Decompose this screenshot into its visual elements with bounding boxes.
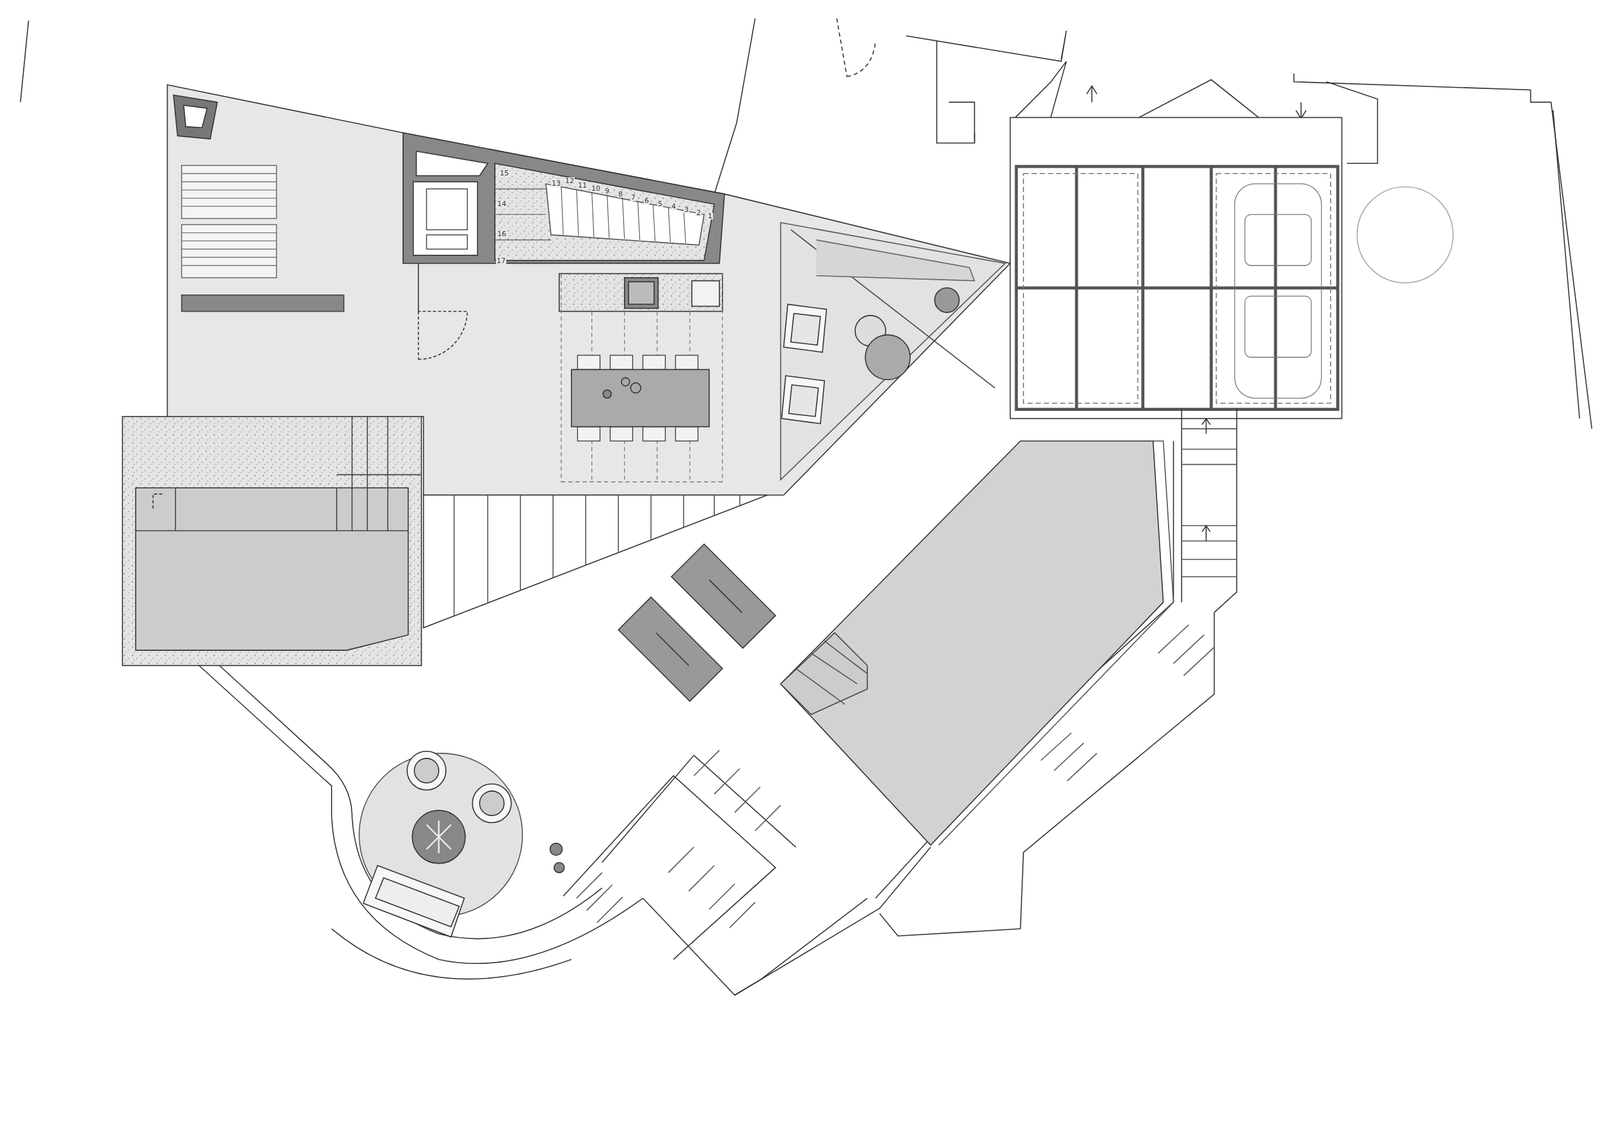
step-number: 17 bbox=[496, 257, 507, 265]
step-number: 13 bbox=[551, 179, 562, 187]
step-number: 7 bbox=[630, 193, 637, 201]
step-number: 14 bbox=[496, 200, 507, 208]
step-number: 3 bbox=[683, 206, 690, 214]
step-number: 10 bbox=[590, 184, 601, 192]
step-number: 6 bbox=[643, 197, 650, 205]
step-number: 8 bbox=[617, 190, 624, 198]
step-number: 5 bbox=[657, 200, 664, 208]
step-number: 2 bbox=[695, 209, 702, 217]
step-number: 16 bbox=[496, 230, 507, 238]
step-number: 11 bbox=[577, 181, 588, 189]
step-number: 1 bbox=[707, 212, 713, 220]
step-number: 15 bbox=[499, 169, 510, 177]
step-number: 9 bbox=[604, 187, 610, 195]
step-number: 4 bbox=[670, 202, 677, 210]
step-number: 12 bbox=[564, 177, 575, 185]
